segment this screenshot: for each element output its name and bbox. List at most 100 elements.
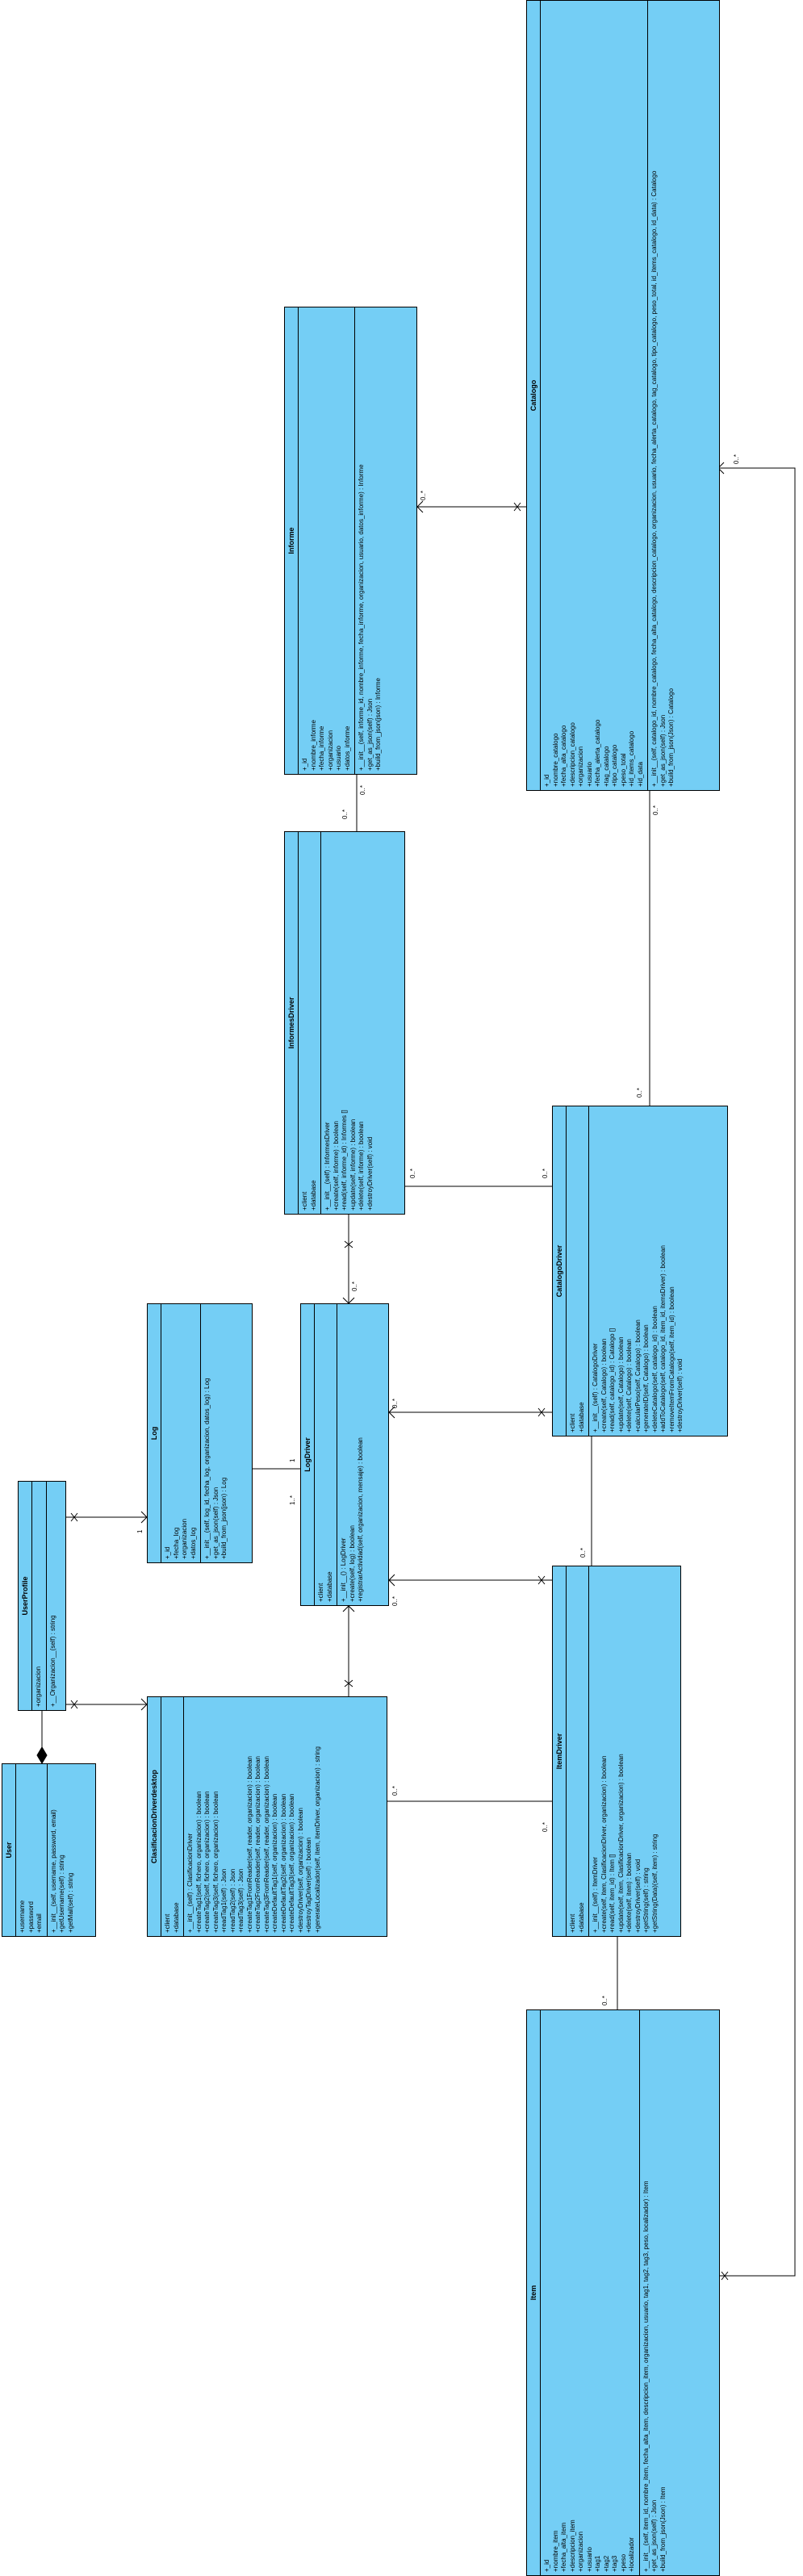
class-item[interactable]: Item+_id+nombre_item+fecha_alta_item+des…	[526, 2009, 720, 2576]
mult-userprofile-log: 1	[136, 1529, 144, 1533]
method-row: +create(self, log) : boolean	[348, 1525, 356, 1602]
x-mark-catalogo	[513, 502, 521, 512]
attribute-row: +tag_catalogo	[602, 746, 610, 788]
method-row: +__init__(self) : ClasificacionDriver	[186, 1833, 194, 1933]
attribute-row: +database	[172, 1902, 180, 1933]
method-row: +build_from_json(Json) : Item	[659, 2486, 667, 2572]
method-row: +create(self, Catalogo) : boolean	[600, 1338, 608, 1432]
method-row: +__init__(self) : ItemDriver	[592, 1856, 599, 1933]
attribute-row: +localizador	[628, 2537, 635, 2572]
attribute-row: +nombre_informe	[309, 720, 317, 771]
mult-catalogodriver-catalogo-a: 0..*	[652, 805, 659, 815]
class-name: Informe	[285, 307, 299, 774]
mult-informe-catalogo-a: 0..*	[420, 491, 427, 500]
method-row: +createDefaultTag2(self, organizacion) :…	[279, 1793, 287, 1933]
attribute-row: +organizacion	[577, 2531, 584, 2572]
class-user[interactable]: User+username+password+email+__init__(se…	[2, 1763, 96, 1937]
attribute-row: +datos_log	[189, 1527, 197, 1559]
attributes-section: +client+database	[161, 1697, 184, 1936]
method-row: +update(self, item, ClasificacionDriver,…	[617, 1754, 625, 1933]
arrow-logdriver-right2	[388, 1574, 395, 1587]
class-log[interactable]: Log+_id+fecha_log+organizacion+datos_log…	[147, 1303, 253, 1563]
mult-catalogodriver-catalogo-b: 0..*	[636, 1088, 643, 1098]
attribute-row: +organizacion	[326, 730, 334, 771]
class-clasificaciondriver[interactable]: ClasificacionDriverdesktop+client+databa…	[147, 1696, 387, 1937]
attribute-row: +usuario	[585, 762, 593, 787]
methods-section: +__Organizacion__(self) : string	[47, 1482, 61, 1710]
x-mark-userprofile-clas	[70, 1700, 78, 1709]
method-row: +createTag2FromReader(self, reader, orga…	[254, 1755, 261, 1933]
class-catalogo[interactable]: Catalogo+_id+nombre_catalogo+fecha_alta_…	[526, 0, 720, 791]
method-row: +get_as_json(self) : Json	[650, 2499, 658, 2572]
attribute-row: +client	[569, 1413, 576, 1432]
attribute-row: +password	[27, 1901, 35, 1933]
x-mark-informesdriver	[344, 1240, 353, 1248]
methods-section: +__init__(self) : ClasificacionDriver +cr…	[184, 1697, 324, 1936]
attribute-row: +descripcion_catalogo	[568, 722, 576, 787]
class-name: LogDriver	[301, 1304, 315, 1605]
mult-logdriver-log-b: 1..*	[289, 1495, 296, 1505]
methods-section: +__init__(self, catalogo_id, nombre_cata…	[648, 1, 679, 790]
x-mark-clasificacion	[344, 1679, 353, 1687]
mult-logdriver-log-a: 1	[289, 1458, 296, 1462]
class-informesdriver[interactable]: InformesDriver+client+database+__init__(…	[284, 831, 405, 1215]
attribute-row: +usuario	[335, 746, 342, 771]
method-row: +__Organizacion__(self) : string	[48, 1615, 56, 1707]
attribute-row: +organizacion	[181, 1518, 188, 1559]
method-row: +destroyDriver(self) : void	[676, 1358, 684, 1432]
arrow-catalogo	[416, 500, 424, 513]
class-userprofile[interactable]: UserProfile+organizacion+__Organizacion_…	[18, 1481, 66, 1711]
method-row: +__init__(self, log_id, fecha_log, organ…	[203, 1378, 211, 1559]
attribute-row: +_id	[164, 1546, 171, 1559]
method-row: +__init__(self, item_id, nombre_item, fe…	[642, 2181, 650, 2572]
mult-informesdriver-informe-a: 0..*	[359, 785, 366, 795]
attributes-section: +client+database	[567, 1566, 589, 1936]
method-row: +calcularPeso(self, Catalogo) : boolean	[634, 1319, 642, 1432]
method-row: +createTag1FromReader(self, reader, orga…	[245, 1755, 253, 1933]
attribute-row: +_id	[543, 774, 550, 787]
x-mark-item-right	[721, 2271, 729, 2281]
composition-diamond	[36, 1746, 48, 1764]
class-informe[interactable]: Informe+_id+nombre_informe+fecha_informe…	[284, 307, 417, 775]
class-itemdriver[interactable]: ItemDriver+client+database+__init__(self…	[552, 1566, 681, 1937]
attribute-row: +fecha_alta_item	[560, 2522, 567, 2572]
mult-informesdriver-informe-b: 0..*	[341, 809, 349, 819]
attribute-row: +database	[325, 1571, 333, 1602]
class-name: ItemDriver	[553, 1566, 567, 1936]
class-catalogodriver[interactable]: CatalogoDriver+client+database+__init__(…	[552, 1106, 728, 1436]
attributes-section: +_id+nombre_item+fecha_alta_item+descrip…	[541, 2010, 640, 2575]
method-row: +destroyDriver(self, organizacion) : boo…	[296, 1808, 304, 1933]
attribute-row: +peso	[619, 2553, 627, 2572]
attribute-row: +_id	[543, 2559, 550, 2572]
method-row: +build_from_json(json) : Informe	[374, 678, 382, 771]
x-mark-catalogodriver	[537, 1407, 546, 1417]
method-row: +destroyTagDriver(self) : boolean	[305, 1837, 312, 1933]
attributes-section: +_id+nombre_informe+fecha_informe+organi…	[299, 307, 355, 774]
method-row: +readTag1(self) : Json	[220, 1868, 228, 1933]
mult-clasificacion-logdriver: 0..*	[391, 1786, 399, 1796]
attribute-row: +fecha_alta_catalogo	[560, 725, 567, 787]
attribute-row: +client	[164, 1913, 171, 1933]
method-row: +readTag3(self) : Json	[237, 1868, 245, 1933]
attribute-row: +organizacion	[35, 1666, 42, 1707]
attributes-section: +client+database	[315, 1304, 337, 1605]
mult-informesdriver-logdriver: 0..*	[351, 1282, 358, 1291]
mult-informesdriver-catalogodriver-b: 0..*	[542, 1169, 549, 1178]
method-row: +get_as_json(self) : Json	[211, 1487, 220, 1559]
method-row: +get_as_json(self) : Json	[366, 698, 374, 771]
methods-section: +__init__(self) : ItemDriver+create(self…	[589, 1566, 662, 1936]
attributes-section: +username+password+email	[16, 1764, 48, 1936]
method-row: +__init__(self) : CatalogoDriver	[592, 1343, 599, 1433]
class-name: Item	[527, 2010, 541, 2575]
attributes-section: +_id+fecha_log+organizacion+datos_log	[161, 1304, 201, 1562]
methods-section: +__init__(self) : CatalogoDriver+create(…	[589, 1106, 688, 1436]
x-mark-itemdriver	[537, 1575, 546, 1585]
mult-itemdriver-item: 0..*	[601, 1996, 609, 2005]
attribute-row: +database	[577, 1902, 585, 1933]
method-row: +getString(self) : string	[642, 1867, 650, 1933]
attributes-section: +organizacion	[32, 1482, 47, 1710]
attribute-row: +nombre_item	[551, 2530, 559, 2572]
mult-catalogo-item: 0..*	[733, 454, 740, 464]
method-row: +createTag3(self, fichero, organizacion)…	[211, 1791, 220, 1933]
class-logdriver[interactable]: LogDriver+client+database+__init__() : L…	[300, 1303, 389, 1606]
